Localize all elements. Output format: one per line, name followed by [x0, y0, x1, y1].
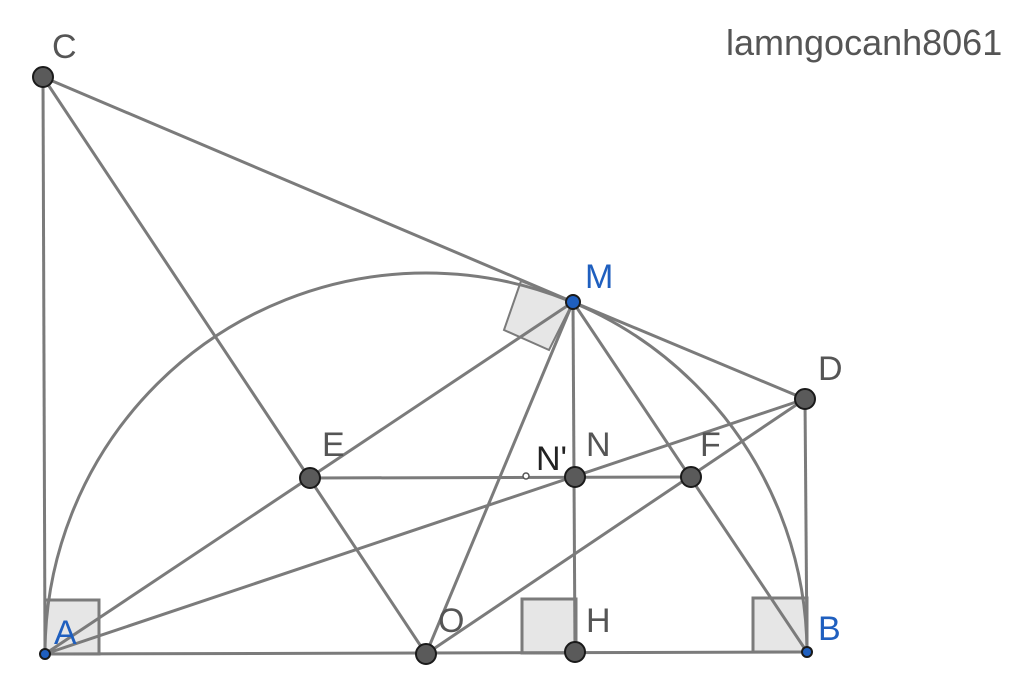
watermark-text: lamngocanh8061 — [726, 22, 1003, 63]
segment-ef — [309, 475, 692, 480]
semicircle-arc — [43, 271, 809, 655]
segment-co — [41, 76, 428, 655]
segment-od — [425, 397, 806, 656]
point-h — [564, 641, 586, 663]
point-e — [299, 467, 321, 489]
point-d — [794, 388, 816, 410]
label-o: O — [438, 602, 464, 640]
label-b: B — [818, 610, 841, 648]
label-d: D — [818, 350, 843, 388]
segment-bd — [803, 398, 809, 653]
points — [32, 66, 816, 665]
point-a — [39, 648, 51, 660]
label-h: H — [586, 602, 611, 640]
label-n-prime: N' — [536, 440, 567, 478]
point-labels: C M D E N' N F O H B A — [52, 28, 843, 652]
segment-ad — [44, 397, 806, 656]
segment-ac — [41, 76, 47, 655]
right-angle-markers — [43, 279, 809, 656]
point-o — [415, 643, 437, 665]
point-n-prime — [522, 472, 530, 480]
segment-md — [572, 300, 806, 401]
point-m — [565, 294, 581, 310]
point-n — [564, 466, 586, 488]
right-angle-b — [751, 596, 809, 654]
point-c — [32, 66, 54, 88]
label-m: M — [585, 258, 613, 296]
label-f: F — [700, 426, 721, 464]
right-angle-h — [520, 597, 578, 655]
segment-cm — [42, 75, 574, 304]
segments — [41, 75, 809, 656]
point-b — [801, 646, 813, 658]
point-f — [680, 466, 702, 488]
label-e: E — [322, 426, 345, 464]
label-a: A — [54, 614, 77, 652]
label-n: N — [586, 426, 611, 464]
label-c: C — [52, 28, 77, 66]
